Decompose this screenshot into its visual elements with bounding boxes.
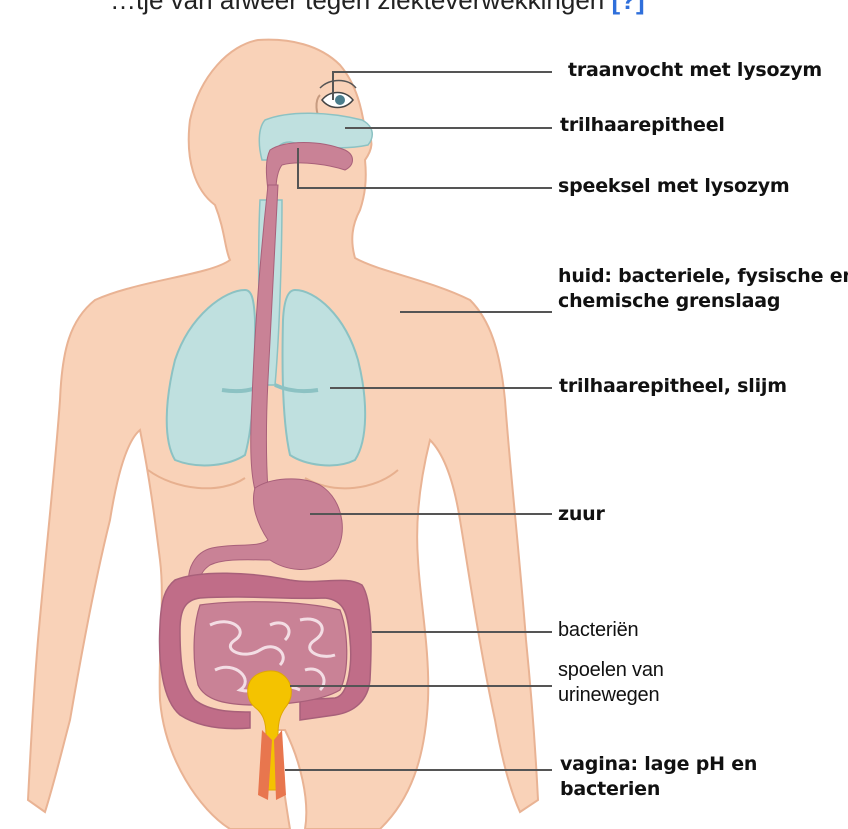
label-tears: traanvocht met lysozym	[568, 58, 822, 83]
label-skin: huid: bacteriele, fysische en chemische …	[558, 264, 848, 314]
vaginal-canal-right	[274, 730, 286, 800]
label-nose-cilia: trilhaarepitheel	[560, 113, 725, 138]
label-lung-cilia: trilhaarepitheel, slijm	[559, 374, 787, 399]
label-urine: spoelen van urinewegen	[558, 658, 664, 708]
label-saliva: speeksel met lysozym	[558, 174, 790, 199]
label-vagina: vagina: lage pH en bacterien	[560, 752, 757, 802]
label-acid: zuur	[558, 502, 605, 527]
label-bacteria: bacteriën	[558, 618, 638, 643]
leader-tears	[333, 72, 552, 100]
